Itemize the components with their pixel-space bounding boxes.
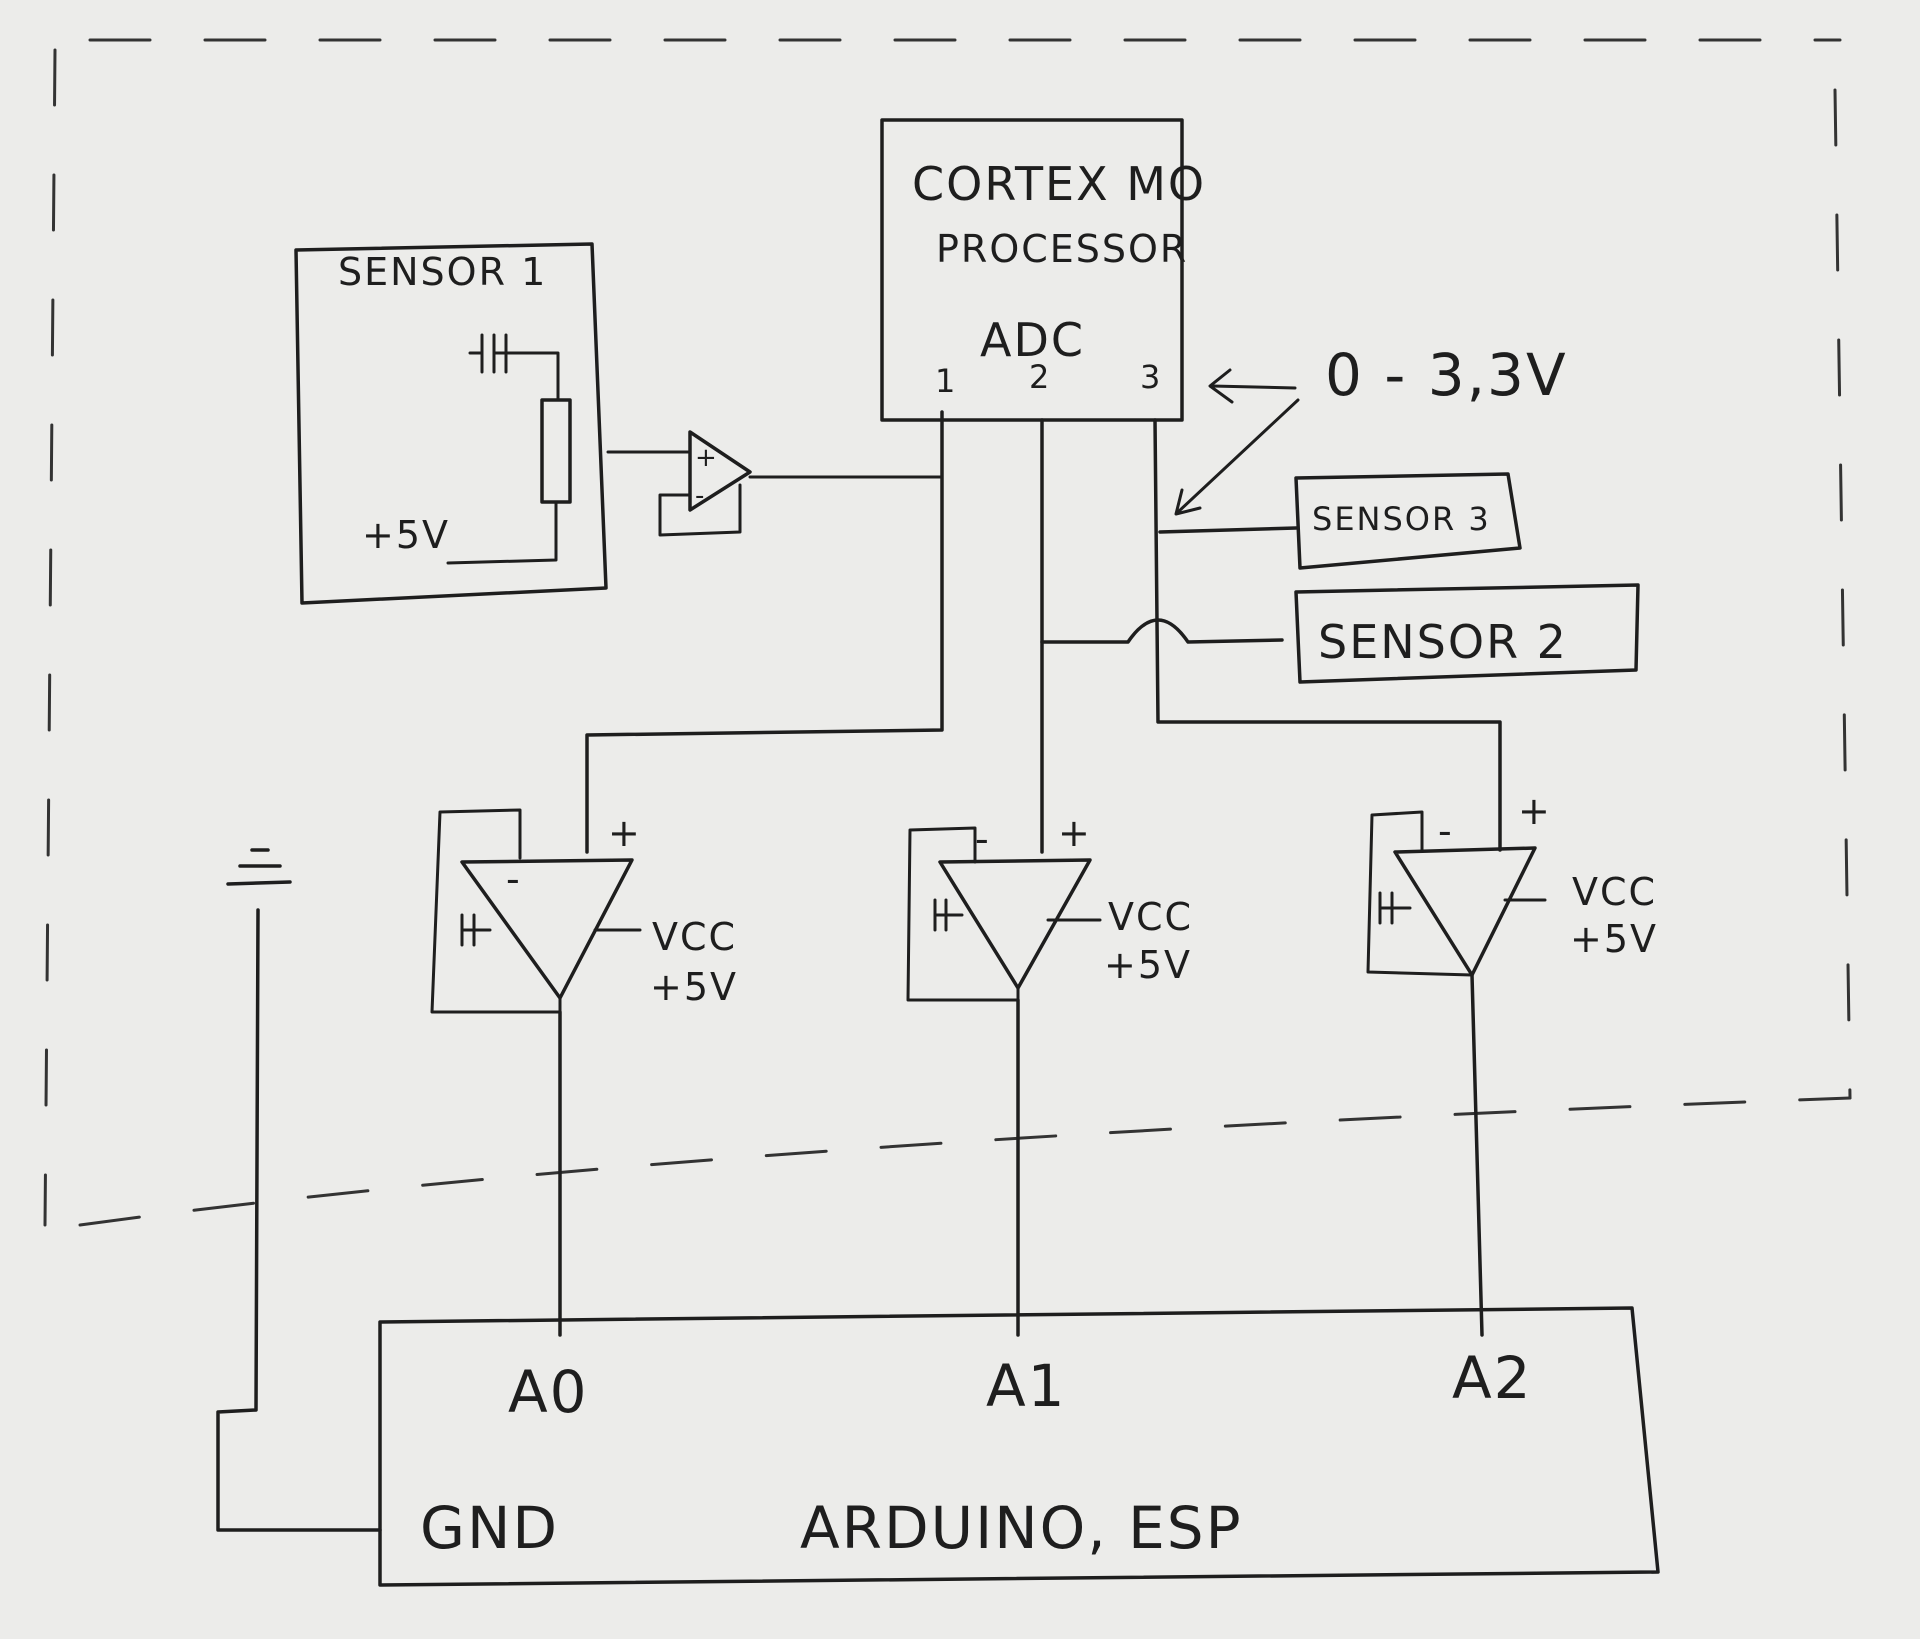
board-boundary — [43, 38, 1852, 1227]
opamp-3-supply: +5V — [1570, 917, 1658, 961]
cortex-processor-block: CORTEX MO PROCESSOR ADC 1 2 3 — [880, 118, 1206, 422]
opamp-3-plus: + — [1518, 789, 1552, 833]
sensor-1-supply: +5V — [362, 513, 450, 557]
arduino-gnd: GND — [420, 1494, 559, 1562]
adc-label: ADC — [980, 313, 1085, 367]
buffer-minus: - — [695, 481, 706, 511]
processor-title: CORTEX MO — [912, 157, 1206, 211]
arduino-esp-board: A0 A1 A2 GND ARDUINO, ESP — [378, 1306, 1660, 1587]
voltage-label: 0 - 3,3V — [1325, 341, 1568, 409]
sensor-1-label: SENSOR 1 — [338, 250, 547, 294]
arduino-pin-a2: A2 — [1452, 1344, 1533, 1412]
arduino-pin-a0: A0 — [508, 1358, 589, 1426]
opamp-2-vcc: VCC — [1108, 895, 1193, 939]
buffer-opamp: + - — [658, 430, 944, 537]
adc-wiring — [585, 410, 1502, 854]
arduino-label: ARDUINO, ESP — [800, 1494, 1243, 1562]
processor-subtitle: PROCESSOR — [936, 227, 1188, 271]
sensor-2-block: SENSOR 2 — [1294, 583, 1640, 684]
sensor-3-block: SENSOR 3 — [1294, 472, 1522, 570]
opamp-2-supply: +5V — [1104, 943, 1192, 987]
buffer-plus: + — [695, 443, 719, 473]
opamp-1: - + VCC +5V — [430, 808, 738, 1337]
voltage-annotation: 0 - 3,3V — [1174, 341, 1568, 516]
opamp-3-vcc: VCC — [1572, 870, 1657, 914]
opamp-2-minus: - — [975, 817, 991, 861]
sensor-1-block: SENSOR 1 +5V — [294, 242, 692, 605]
adc-pin-1: 1 — [935, 362, 957, 400]
arduino-pin-a1: A1 — [986, 1352, 1067, 1420]
adc-pin-3: 3 — [1140, 358, 1162, 396]
opamp-2-plus: + — [1058, 811, 1092, 855]
sensor-3-label: SENSOR 3 — [1312, 500, 1491, 538]
opamp-3: - + VCC +5V — [1366, 789, 1658, 1337]
opamp-2: - + VCC +5V — [906, 811, 1193, 1337]
opamp-3-minus: - — [1438, 809, 1454, 853]
opamp-1-minus: - — [506, 857, 522, 901]
opamp-1-supply: +5V — [650, 965, 738, 1009]
ground-icon — [216, 848, 382, 1532]
sensor-2-label: SENSOR 2 — [1318, 615, 1568, 669]
opamp-1-plus: + — [608, 811, 642, 855]
adc-pin-2: 2 — [1029, 358, 1051, 396]
opamp-1-vcc: VCC — [652, 915, 737, 959]
